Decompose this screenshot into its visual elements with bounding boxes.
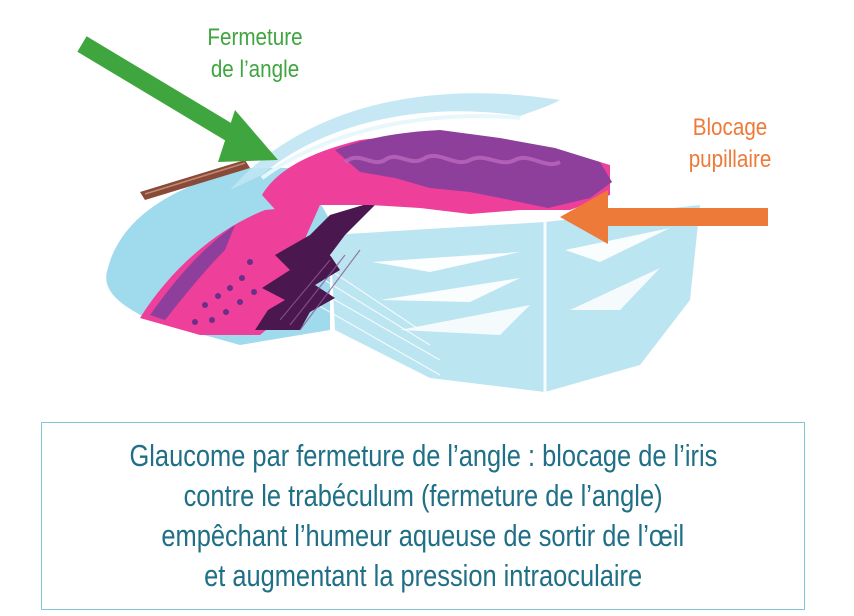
angle-closure-arrow	[77, 36, 278, 162]
iris-purple-layer	[335, 130, 612, 208]
lens-highlight-2	[380, 278, 520, 302]
caption-box: Glaucome par fermeture de l’angle : bloc…	[41, 422, 805, 610]
ciliary-process-lines	[279, 249, 361, 331]
pupillary-block-label-line2: pupillaire	[688, 146, 772, 173]
angle-closure-label: Fermeture de l’angle	[191, 22, 320, 86]
caption-line-3: empêchant l’humeur aqueuse de sortir de …	[161, 518, 685, 553]
pupillary-block-label-line1: Blocage	[692, 114, 768, 141]
lens-highlight-3	[400, 305, 530, 335]
pupillary-block-label: Blocage pupillaire	[666, 112, 795, 176]
caption-line-4: et augmentant la pression intraoculaire	[203, 558, 643, 593]
angle-closure-label-line1: Fermeture	[207, 24, 303, 51]
cornea	[230, 93, 560, 190]
pupillary-block-arrow	[560, 190, 768, 244]
trabecular-line	[144, 162, 246, 195]
caption-line-1: Glaucome par fermeture de l’angle : bloc…	[129, 438, 717, 473]
cornea-inner-edge	[260, 114, 521, 180]
lens-highlight-4	[565, 228, 670, 262]
lens	[330, 205, 700, 392]
ciliary-processes	[255, 200, 380, 330]
lens-highlight-1	[372, 252, 520, 272]
ciliary-purple-stripes	[150, 225, 235, 320]
iris-folds	[343, 154, 561, 166]
angle-closure-label-line2: de l’angle	[210, 56, 300, 83]
ciliary-dots	[192, 259, 257, 325]
lens-highlight-5	[570, 268, 660, 310]
ciliary-body	[140, 205, 320, 335]
caption-line-2: contre le trabéculum (fermeture de l’ang…	[183, 478, 663, 513]
